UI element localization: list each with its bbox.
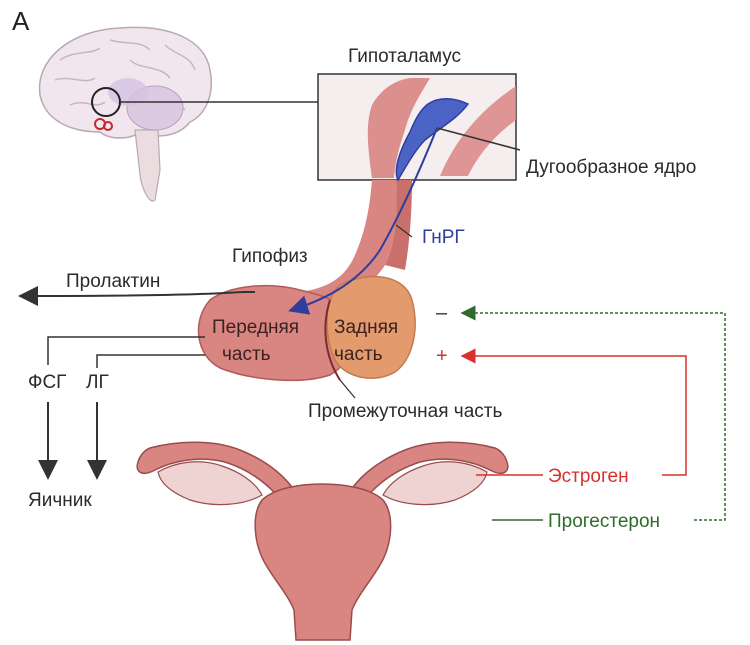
- gnrh-label: ГнРГ: [422, 227, 465, 248]
- anterior-lobe-label-2: часть: [222, 344, 271, 365]
- ovary-label: Яичник: [28, 490, 92, 511]
- intermediate-part-label: Промежуточная часть: [308, 401, 502, 422]
- uterus-illustration: [137, 442, 508, 640]
- hypothalamus-label: Гипоталамус: [348, 46, 461, 67]
- brain-illustration: [40, 27, 212, 201]
- lh-label: ЛГ: [86, 372, 109, 393]
- posterior-lobe-label-2: часть: [334, 344, 383, 365]
- anterior-lobe-label-1: Передняя: [212, 317, 299, 338]
- lh-pathway-line: [97, 355, 205, 368]
- prolactin-label: Пролактин: [66, 271, 160, 292]
- fsh-pathway-line: [48, 337, 205, 365]
- panel-letter: А: [12, 6, 30, 36]
- fsh-label: ФСГ: [28, 372, 66, 393]
- intermediate-leader-line: [340, 380, 355, 398]
- posterior-lobe-label-1: Задняя: [334, 317, 398, 338]
- estrogen-label: Эстроген: [548, 466, 629, 487]
- arcuate-nucleus-label: Дугообразное ядро: [526, 157, 696, 178]
- pituitary-label: Гипофиз: [232, 246, 308, 267]
- progesterone-minus-sign: –: [436, 302, 448, 324]
- progesterone-label: Прогестерон: [548, 511, 660, 532]
- estrogen-plus-sign: +: [436, 345, 448, 367]
